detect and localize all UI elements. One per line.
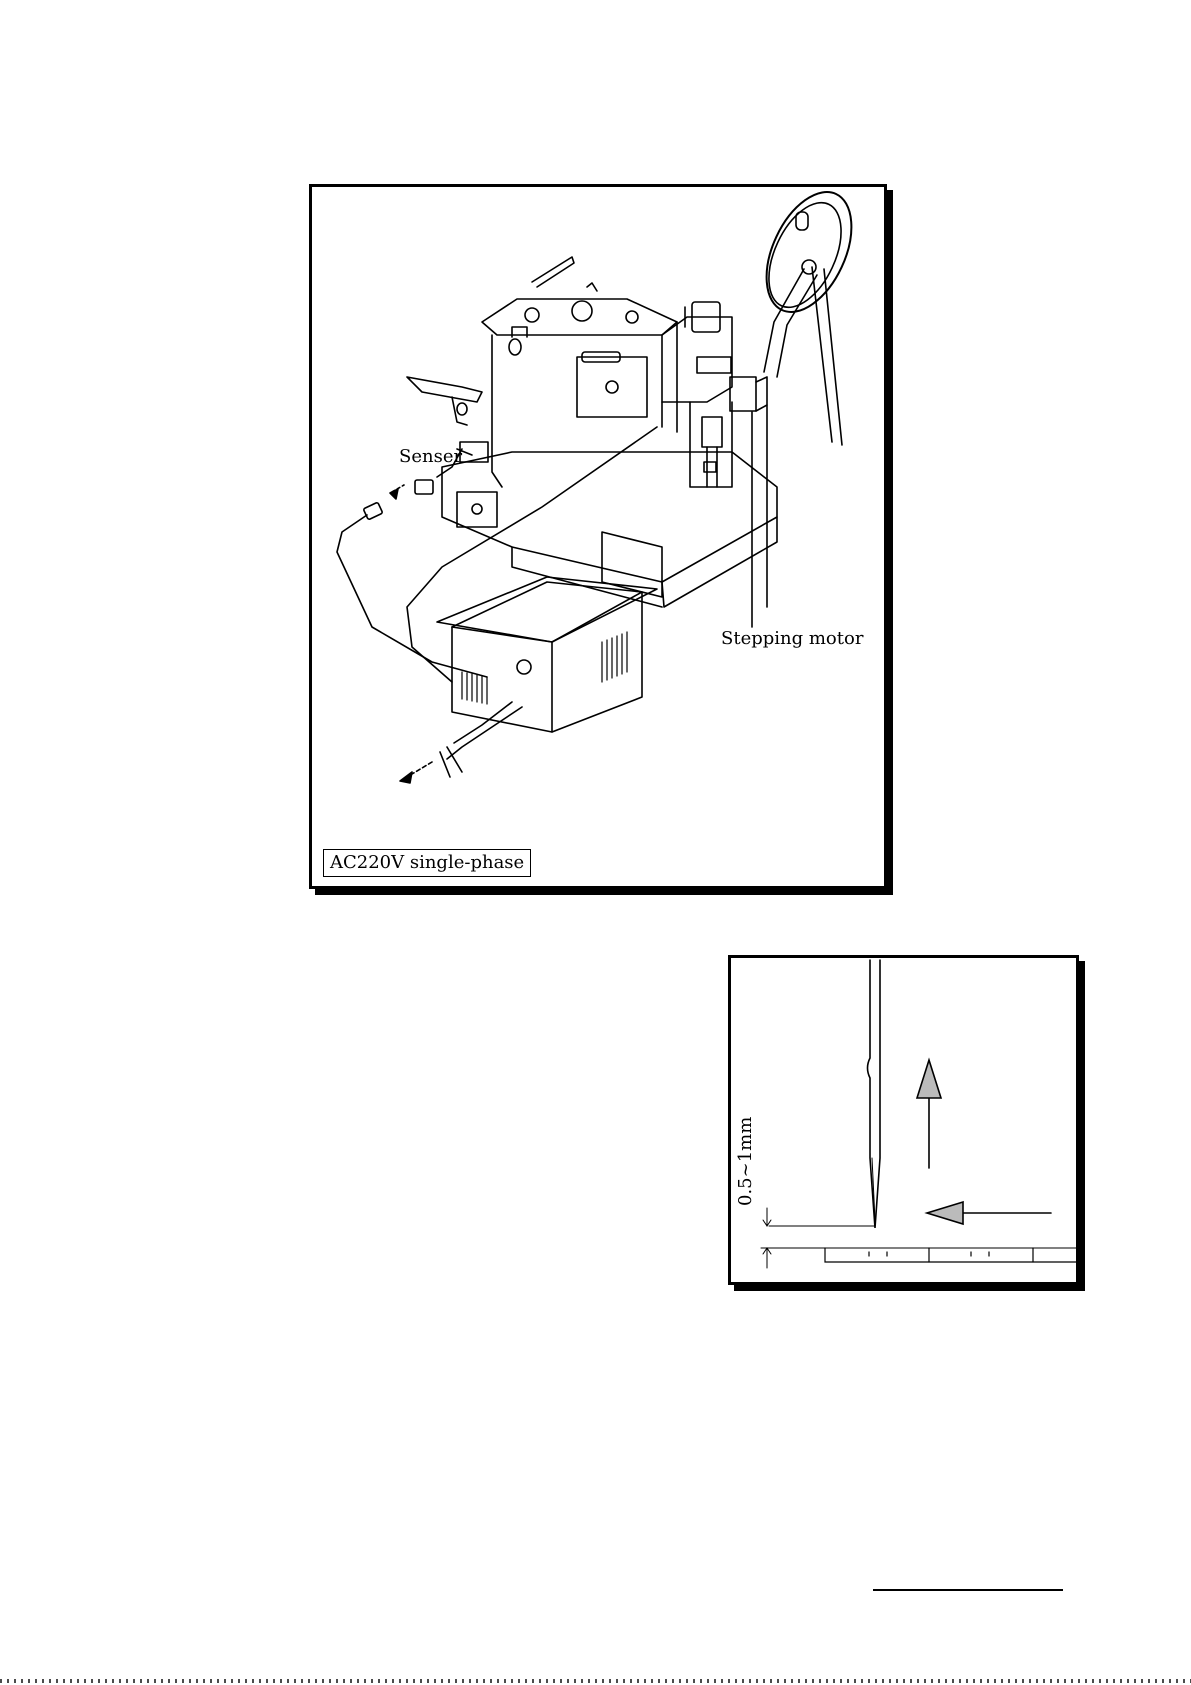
machine-wiring-figure: Senser Stepping motor AC220V single-phas… bbox=[309, 184, 887, 889]
scan-edge bbox=[0, 1679, 1191, 1683]
needle-diagram bbox=[731, 958, 1076, 1282]
senser-label: Senser bbox=[399, 447, 462, 467]
power-supply-label: AC220V single-phase bbox=[323, 849, 531, 877]
machine-illustration bbox=[312, 187, 884, 886]
footer-rule bbox=[873, 1589, 1063, 1591]
stepping-motor-label: Stepping motor bbox=[721, 629, 863, 649]
needle-height-figure: 0.5~1mm bbox=[728, 955, 1079, 1285]
gap-dimension-label: 0.5~1mm bbox=[735, 1117, 756, 1206]
